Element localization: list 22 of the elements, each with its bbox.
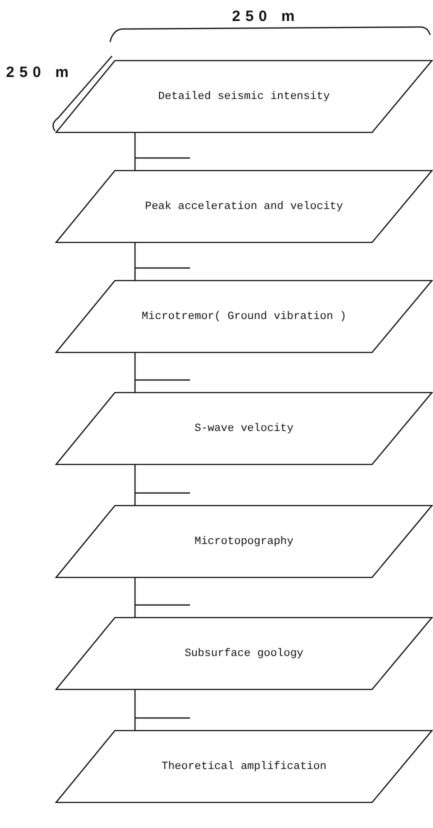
connector-line [134,243,136,280]
connector-line [134,578,136,617]
layer-parallelogram [55,170,433,243]
layer-label: S-wave velocity [193,422,295,436]
layer-label: Theoretical amplification [160,760,328,774]
connector-line [134,353,136,392]
layer-parallelogram [55,280,433,353]
layer-parallelogram [55,505,433,578]
layer-label: Detailed seismic intensity [157,90,331,104]
layer-label: Subsurface goology [184,646,304,662]
dimension-label: 250 m [6,64,74,81]
layer-parallelogram [55,730,433,803]
dimension-label: 250 m [232,8,300,25]
connector-line [134,133,136,170]
layer-label: Peak acceleration and velocity [144,200,344,214]
connector-line [134,465,136,505]
connector-line [134,690,136,730]
layer-parallelogram [55,392,433,465]
layer-label: Microtopography [193,534,295,550]
layer-parallelogram [55,617,433,690]
layer-label: Microtremor( Ground vibration ) [140,310,348,324]
layer-parallelogram [55,60,433,133]
